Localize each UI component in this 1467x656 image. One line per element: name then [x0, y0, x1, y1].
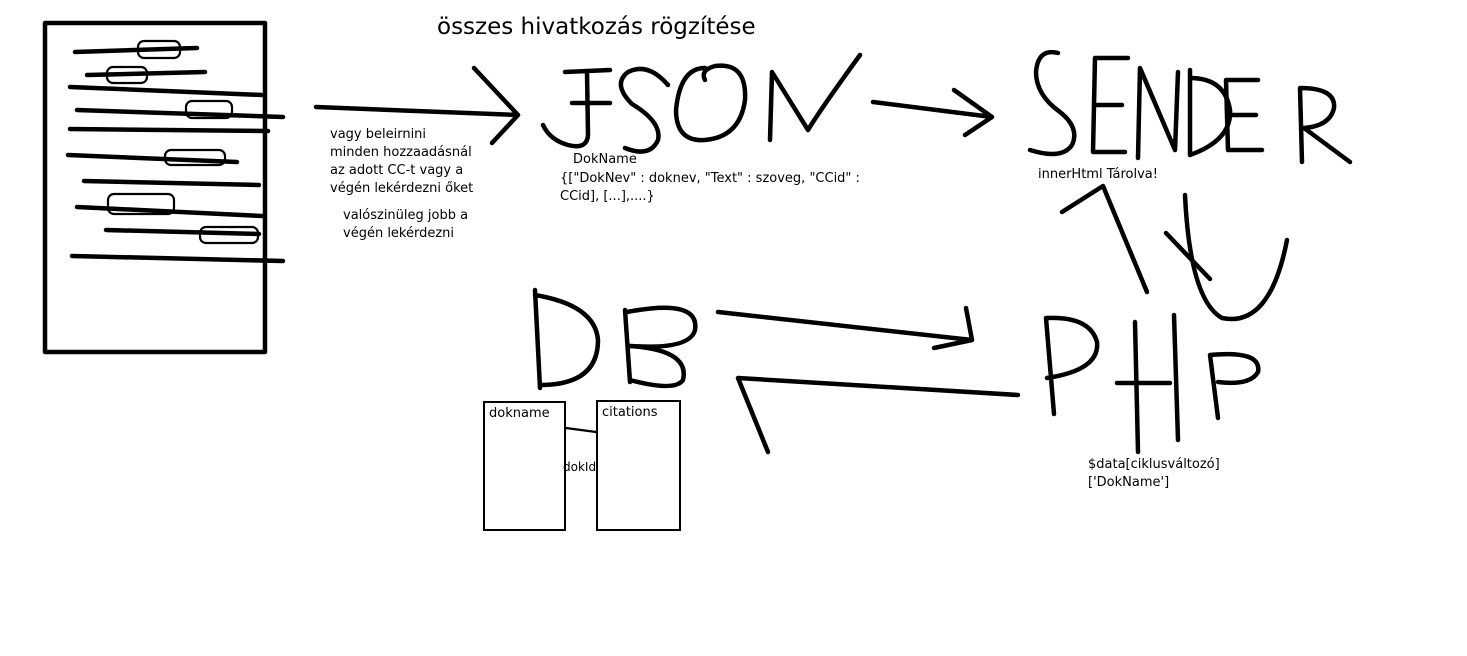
table-relation-line — [564, 426, 598, 434]
note-better-at-end: valószinüleg jobb a végén lekérdezni — [343, 208, 469, 241]
handwritten-db — [532, 287, 698, 391]
table-citations-label: citations — [602, 405, 658, 420]
document-border — [42, 20, 268, 355]
note-add-or-query: vagy beleirnini minden hozzaadásnál az a… — [330, 127, 474, 196]
arrow-json-to-sender — [870, 87, 995, 138]
json-format-note: {["DokNev" : doknev, "Text" : szoveg, "C… — [560, 171, 860, 204]
dokid-relation-label: dokId — [563, 460, 597, 474]
table-dokname-label: dokname — [489, 406, 550, 421]
arrow-db-to-php — [715, 305, 975, 351]
note-dokname-correction: DokName — [573, 152, 637, 167]
innerhtml-stored-note: innerHtml Tárolva! — [1038, 167, 1158, 182]
document-text-lines — [65, 45, 286, 264]
table-dokname: dokname — [483, 401, 566, 531]
arrow-doc-to-json — [313, 65, 521, 146]
arrow-php-to-db — [735, 375, 1021, 455]
arrow-sender-php — [1059, 183, 1290, 322]
handwritten-sender — [1027, 49, 1353, 165]
citation-highlight-boxes — [105, 39, 260, 245]
handwritten-json — [540, 52, 863, 154]
handwritten-php — [1043, 312, 1261, 455]
table-citations: citations — [596, 400, 681, 531]
php-data-note: $data[ciklusváltozó] ['DokName'] — [1088, 457, 1220, 490]
diagram-title: összes hivatkozás rögzítése — [437, 14, 756, 40]
document-sketch — [42, 20, 286, 355]
